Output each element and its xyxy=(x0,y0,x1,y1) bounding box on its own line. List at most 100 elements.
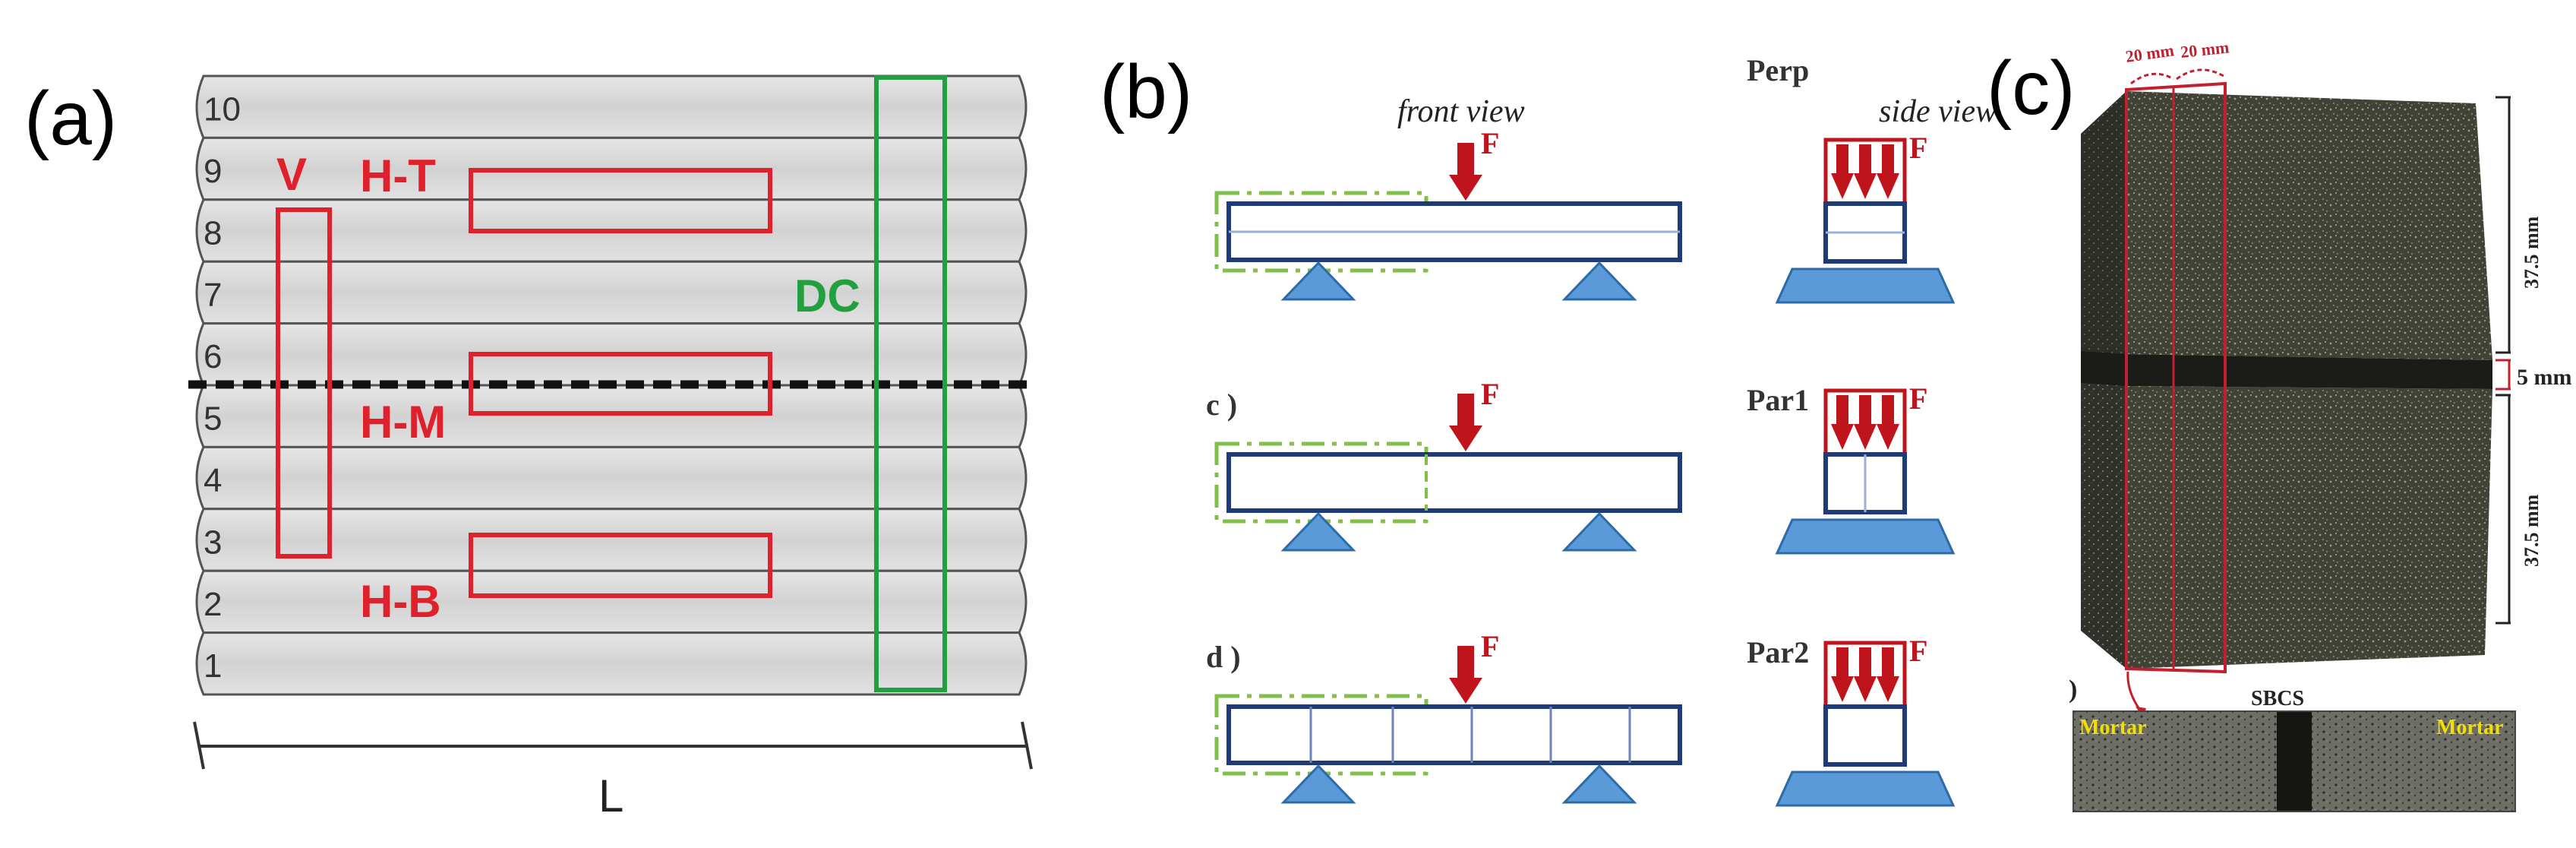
side-force-label: F xyxy=(1909,634,1927,668)
region-ht-box xyxy=(469,168,772,233)
inset-center-label: SBCS xyxy=(2251,687,2304,710)
region-v-box xyxy=(276,207,332,558)
panel-a: (a) 10 9 8 7 6 5 4 3 2 1 V H-T H-M H-B DC L xyxy=(24,74,1033,821)
layer-number: 4 xyxy=(204,462,222,499)
side-force-head xyxy=(1831,173,1854,199)
region-hb-label: H-B xyxy=(360,576,441,627)
force-label: F xyxy=(1481,377,1499,411)
layer-5 xyxy=(195,384,1028,448)
side-force-shaft xyxy=(1859,395,1871,427)
region-ht-label: H-T xyxy=(360,150,436,201)
support-right xyxy=(1561,261,1637,301)
beam xyxy=(1226,452,1682,513)
side-base xyxy=(1775,267,1956,304)
region-hb-box xyxy=(469,533,772,598)
side-force-shaft xyxy=(1882,144,1894,176)
layer-number: 5 xyxy=(204,400,222,438)
layer-7 xyxy=(195,260,1028,325)
support-left xyxy=(1280,764,1356,804)
region-v-label: V xyxy=(276,149,307,200)
side-force-label: F xyxy=(1909,131,1927,165)
panel-a-label: (a) xyxy=(24,76,117,161)
layer-2 xyxy=(195,569,1028,634)
force-arrow-head xyxy=(1449,678,1482,704)
region-hm-box xyxy=(469,352,772,416)
inset-right-label: Mortar xyxy=(2436,716,2504,739)
length-tick-right xyxy=(1021,721,1033,770)
force-label: F xyxy=(1481,629,1499,663)
side-force-head xyxy=(1831,424,1854,450)
orientation-label: Par1 xyxy=(1747,383,1809,417)
cut-outline xyxy=(2125,81,2227,674)
layer-4 xyxy=(195,445,1028,511)
front-view-label: front view xyxy=(1397,94,1525,129)
length-tick-left xyxy=(193,721,205,770)
row-prefix: c ) xyxy=(1206,388,1237,422)
layer-number: 8 xyxy=(204,214,222,252)
side-base xyxy=(1775,770,1956,807)
side-force-shaft xyxy=(1836,647,1848,679)
dim-joint: 5 mm xyxy=(2517,365,2571,390)
specimen-photo: 20 mm 20 mm xyxy=(2081,37,2492,674)
side-force-shaft xyxy=(1882,395,1894,427)
side-force-head xyxy=(1877,676,1899,702)
orientation-label: Par2 xyxy=(1747,635,1809,669)
force-arrow-head xyxy=(1449,426,1482,451)
support-left xyxy=(1280,261,1356,301)
force-arrow-shaft xyxy=(1457,394,1474,427)
dim-top-left: 20 mm xyxy=(2124,40,2175,66)
panel-c: (c) 20 mm 20 mm xyxy=(1987,37,2571,812)
side-force-label: F xyxy=(1909,381,1927,416)
dim-upper: 37.5 mm xyxy=(2521,216,2543,289)
inset-left-label: Mortar xyxy=(2079,716,2147,739)
side-force-head xyxy=(1877,173,1899,199)
layer-number: 10 xyxy=(204,91,241,128)
layer-number: 3 xyxy=(204,524,222,561)
force-arrow-head xyxy=(1449,175,1482,201)
side-force-head xyxy=(1877,424,1899,450)
support-right xyxy=(1561,764,1637,804)
force-arrow-shaft xyxy=(1457,143,1474,176)
side-force-shaft xyxy=(1859,144,1871,176)
side-view-label: side view xyxy=(1879,94,1997,129)
layer-number: 2 xyxy=(204,586,222,623)
force-arrow-shaft xyxy=(1457,646,1474,679)
panel-b-label: (b) xyxy=(1100,49,1192,134)
layer-3 xyxy=(195,508,1028,572)
layer-number: 1 xyxy=(204,647,222,685)
region-hm-label: H-M xyxy=(360,397,446,448)
side-force-shaft xyxy=(1859,647,1871,679)
dim-top-right: 20 mm xyxy=(2180,37,2230,62)
force-label: F xyxy=(1481,126,1499,160)
side-force-head xyxy=(1831,676,1854,702)
dimension-bracket xyxy=(2496,96,2511,625)
loading-row-par2: d ) Par2 F F xyxy=(1206,629,1956,807)
side-force-shaft xyxy=(1882,647,1894,679)
row-prefix: d ) xyxy=(1206,640,1241,674)
side-force-head xyxy=(1854,173,1877,199)
support-right xyxy=(1561,511,1637,552)
length-label: L xyxy=(598,770,623,821)
side-force-head xyxy=(1854,676,1877,702)
inset-photo xyxy=(2072,710,2516,812)
orientation-label: Perp xyxy=(1747,53,1809,87)
panel-c-label: (c) xyxy=(1987,46,2076,131)
loading-row-par1: c ) Par1 F F xyxy=(1206,377,1956,555)
beam xyxy=(1226,704,1682,765)
layer-1 xyxy=(195,631,1028,696)
layer-number: 7 xyxy=(204,277,222,314)
side-section xyxy=(1823,704,1907,767)
support-left xyxy=(1280,511,1356,552)
region-dc-label: DC xyxy=(794,271,860,321)
side-base xyxy=(1775,518,1956,555)
inset-marker: ) xyxy=(2069,676,2077,704)
dim-lower: 37.5 mm xyxy=(2521,494,2543,567)
layer-number: 6 xyxy=(204,338,222,375)
region-dc-box xyxy=(874,75,947,692)
layer-number: 9 xyxy=(204,153,222,190)
side-force-head xyxy=(1854,424,1877,450)
